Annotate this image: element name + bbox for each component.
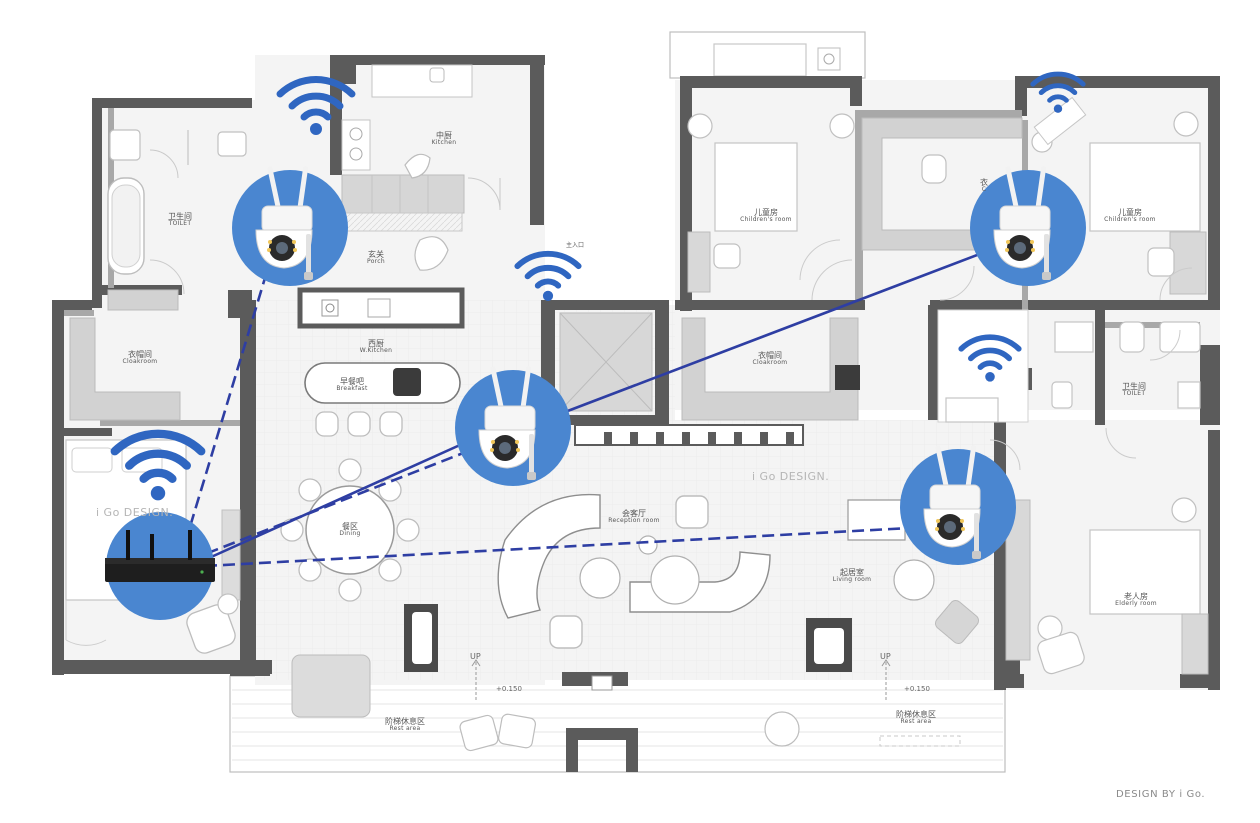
room-name-zh: 起居室 xyxy=(839,568,864,577)
room-label-toilet-left: 卫生间 TOILET xyxy=(168,212,192,228)
room-label-west-kitchen: 西厨 W.Kitchen xyxy=(360,339,392,355)
room-name-en: Living room xyxy=(832,576,872,584)
room-name-en: Reception room xyxy=(608,517,660,525)
room-name-zh: 中厨 xyxy=(436,131,452,140)
room-name-zh: 西厨 xyxy=(368,339,384,348)
up-mark-left: UP xyxy=(470,652,481,661)
room-name-en: TOILET xyxy=(1122,390,1146,398)
room-label-living: 起居室 Living room xyxy=(833,568,872,584)
room-label-elderly: 老人房 Elderly room xyxy=(1115,592,1157,608)
room-label-rest-right: 阶梯休息区 Rest area xyxy=(896,710,936,726)
room-label-rest-left: 阶梯休息区 Rest area xyxy=(385,717,425,733)
room-name-en: Porch xyxy=(366,258,386,266)
room-name-zh: 玄关 xyxy=(367,250,384,259)
room-name-en: Rest area xyxy=(389,725,421,733)
room-label-children-1: 儿童房 Children's room xyxy=(740,208,792,224)
room-name-en: Children's room xyxy=(740,216,792,224)
room-label-dining: 餐区 Dining xyxy=(339,522,360,538)
room-label-children-2: 儿童房 Children's room xyxy=(1104,208,1156,224)
room-label-kitchen: 中厨 Kitchen xyxy=(432,131,457,147)
room-name-zh: 卫生间 xyxy=(1122,382,1146,391)
room-name-zh: 儿童房 xyxy=(753,208,778,217)
room-name-zh: 儿童房 xyxy=(1117,208,1142,217)
watermark-center: i Go DESIGN. xyxy=(752,470,830,483)
room-name-en: Dining xyxy=(339,530,361,538)
room-name-zh: 老人房 xyxy=(1123,592,1148,601)
room-name-zh: 会客厅 xyxy=(621,509,646,518)
room-name-en: Children's room xyxy=(1104,216,1156,224)
room-name-zh: 餐区 xyxy=(341,522,358,531)
room-name-en: W.Kitchen xyxy=(359,347,393,355)
room-label-porch: 玄关 Porch xyxy=(367,250,385,266)
main-entrance-mark: 主入口 xyxy=(566,242,585,249)
room-name-zh: 卫生间 xyxy=(168,212,192,221)
watermark-left: i Go DESIGN. xyxy=(96,506,174,519)
up-mark-right: UP xyxy=(880,652,891,661)
room-name-en: Cloakroom xyxy=(752,359,788,367)
link-nvr-camera-2-dashed xyxy=(189,446,477,562)
room-label-reception: 会客厅 Reception room xyxy=(608,509,660,525)
link-nvr-camera-1 xyxy=(178,267,270,561)
level-mark-left: +0.150 xyxy=(496,685,522,693)
room-name-en: Kitchen xyxy=(431,139,457,147)
link-nvr-camera-4 xyxy=(204,526,911,568)
level-mark-right: +0.150 xyxy=(904,685,930,693)
room-name-en: TOILET xyxy=(168,220,192,228)
nvr-recorder-icon xyxy=(105,512,215,620)
room-label-breakfast: 早餐吧 Breakfast xyxy=(336,377,367,393)
link-camera-2-camera-3 xyxy=(564,250,986,414)
room-name-en: Elderly room xyxy=(1115,600,1157,608)
room-label-toilet-right: 卫生间 TOILET xyxy=(1122,382,1146,398)
design-credit: DESIGN BY i Go. xyxy=(1116,789,1206,800)
room-name-en: Cloakroom xyxy=(122,358,158,366)
room-name-zh: 衣 xyxy=(980,178,988,187)
room-name-en: Rest area xyxy=(900,718,932,726)
room-name-en: C xyxy=(981,186,987,194)
room-name-zh: 衣帽间 xyxy=(758,351,782,360)
room-name-zh: 阶梯休息区 xyxy=(896,710,936,719)
link-nvr-camera-2-solid xyxy=(199,434,481,564)
room-label-cloakroom-right: 衣 C xyxy=(980,178,988,194)
room-name-en: Breakfast xyxy=(336,385,368,393)
room-label-cloakroom-mid: 衣帽间 Cloakroom xyxy=(753,351,788,367)
room-name-zh: 阶梯休息区 xyxy=(385,717,425,726)
room-name-zh: 衣帽间 xyxy=(128,350,152,359)
room-name-zh: 早餐吧 xyxy=(339,377,364,386)
room-label-cloakroom-left: 衣帽间 Cloakroom xyxy=(123,350,158,366)
